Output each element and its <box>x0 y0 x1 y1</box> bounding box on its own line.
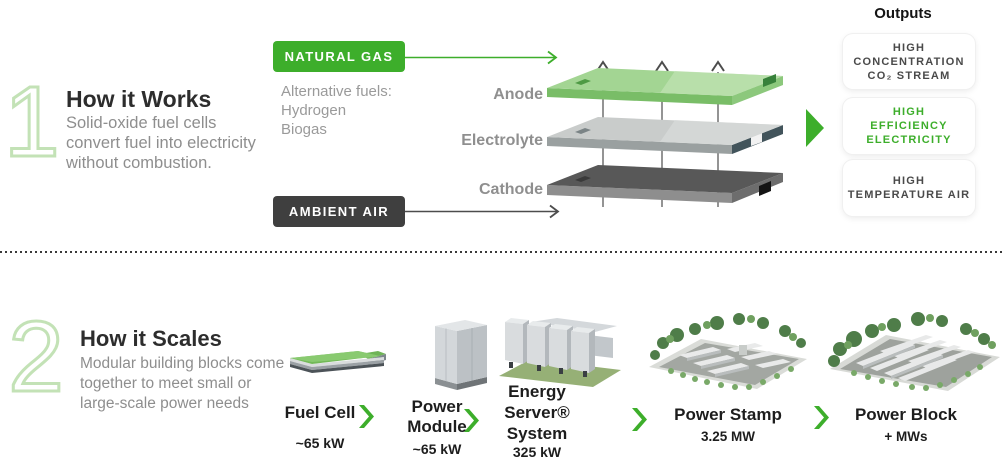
card-line: ELECTRICITY <box>866 134 952 146</box>
alt-fuels-line: Biogas <box>281 121 327 138</box>
how-it-works-description: Solid-oxide fuel cells convert fuel into… <box>66 113 256 173</box>
item-name-line: Energy <box>508 382 566 401</box>
card-line: HIGH <box>892 106 926 118</box>
fuel-cell-name: Fuel Cell <box>268 402 372 424</box>
cathode-layer <box>547 165 783 203</box>
item-name-line: Power <box>411 397 463 416</box>
card-line: TEMPERATURE AIR <box>847 189 971 201</box>
natural-gas-label: NATURAL GAS <box>273 41 405 72</box>
electrolyte-label: Electrolyte <box>461 132 543 149</box>
item-name-line: Module <box>407 417 467 436</box>
anode-layer <box>547 68 783 105</box>
alternative-fuels-note: Alternative fuels: Hydrogen Biogas <box>281 82 392 139</box>
alt-fuels-line: Hydrogen <box>281 102 347 119</box>
card-line: EFFICIENCY <box>870 120 948 132</box>
section-number-2: 2 <box>7 301 66 413</box>
cathode-label: Cathode <box>479 181 543 198</box>
description-line: without combustion. <box>66 154 212 172</box>
anode-label: Anode <box>493 86 543 103</box>
alt-fuels-line: Alternative fuels: <box>281 83 392 100</box>
item-name-line: Fuel Cell <box>284 403 356 422</box>
description-line: together to meet small or <box>80 375 252 392</box>
card-line: HIGH <box>892 41 926 54</box>
card-line: HIGH <box>892 175 926 187</box>
chevron-right-icon <box>464 409 479 432</box>
description-line: Modular building blocks come <box>80 355 285 372</box>
chevron-right-icon <box>359 405 374 428</box>
output-card-electricity: HIGH EFFICIENCY ELECTRICITY <box>843 98 975 154</box>
power-block-illustration <box>828 312 1000 391</box>
power-block-name: Power Block <box>830 404 982 426</box>
power-block-capacity: + MWs <box>884 429 928 444</box>
up-arrow-icons <box>596 60 725 72</box>
ambient-air-label: AMBIENT AIR <box>273 196 405 227</box>
card-line: CONCENTRATION <box>853 55 965 68</box>
outputs-title: Outputs <box>874 5 932 22</box>
description-line: convert fuel into electricity <box>66 134 256 152</box>
chevron-right-icon <box>814 406 829 429</box>
how-it-works-title: How it Works <box>66 86 212 112</box>
power-module-illustration <box>435 320 487 390</box>
item-name-line: Power Block <box>854 405 958 424</box>
outputs-arrow-icon <box>806 109 824 147</box>
natural-gas-arrow-icon <box>405 50 558 65</box>
fuel-cell-layers-diagram <box>547 60 783 207</box>
chevron-right-icon <box>632 408 647 431</box>
power-module-capacity: ~65 kW <box>412 441 462 457</box>
electrolyte-layer <box>547 117 783 154</box>
energy-server-illustration <box>499 318 621 387</box>
section-number-1: 1 <box>3 66 62 178</box>
item-name-line: System <box>506 424 568 443</box>
output-card-co2-stream: HIGH CONCENTRATION CO₂ STREAM <box>843 34 975 89</box>
how-it-scales-title: How it Scales <box>80 326 222 351</box>
power-stamp-name: Power Stamp <box>650 404 806 426</box>
power-stamp-illustration <box>649 313 807 390</box>
fuel-cell-illustration <box>290 351 386 373</box>
card-line: CO₂ STREAM <box>867 69 951 82</box>
description-line: Solid-oxide fuel cells <box>66 114 217 132</box>
power-stamp-capacity: 3.25 MW <box>700 429 755 444</box>
fuel-cell-capacity: ~65 kW <box>295 435 345 451</box>
description-line: large-scale power needs <box>80 395 249 412</box>
output-card-temperature-air: HIGH TEMPERATURE AIR <box>843 160 975 216</box>
dotted-divider <box>0 251 1004 253</box>
power-module-name: Power Module <box>392 397 482 437</box>
item-name-line: Power Stamp <box>674 405 782 424</box>
how-it-scales-description: Modular building blocks come together to… <box>80 354 284 414</box>
energy-server-name: Energy Server® System <box>487 381 587 444</box>
energy-server-capacity: 325 kW <box>512 444 562 460</box>
item-name-line: Server® <box>504 403 570 422</box>
ambient-air-arrow-icon <box>405 204 560 219</box>
